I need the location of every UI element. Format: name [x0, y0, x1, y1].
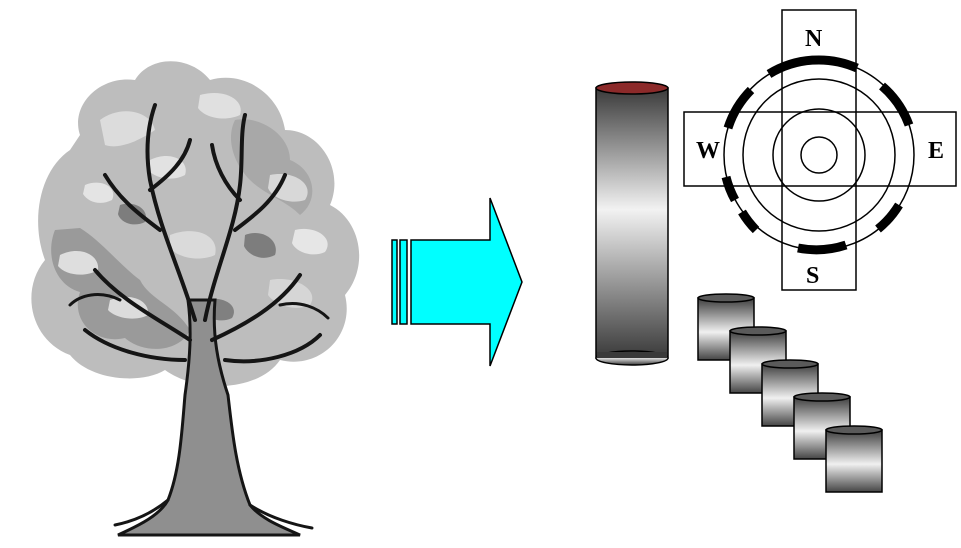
log-end-face — [595, 81, 669, 95]
compass-east-label: E — [928, 138, 944, 164]
tree-foliage — [31, 61, 360, 387]
log-cylinder — [595, 81, 669, 366]
tree-illustration — [31, 61, 360, 537]
pith-ring — [800, 136, 838, 174]
compass-north-label: N — [805, 26, 823, 52]
middle-ring — [742, 78, 896, 232]
compass-labels: N S E W — [696, 26, 944, 289]
log-disk-stack — [697, 293, 883, 493]
compass-south-label: S — [806, 263, 819, 289]
transform-arrow — [391, 197, 523, 367]
bark-segments — [721, 55, 914, 255]
log-cross-section — [683, 9, 957, 291]
inner-ring — [772, 108, 866, 202]
arrow-tail-stripe-2 — [399, 239, 408, 325]
tree-branches — [68, 103, 330, 530]
log-disk — [825, 425, 883, 493]
east-west-plank — [683, 111, 957, 187]
north-south-plank — [781, 9, 857, 291]
compass-west-label: W — [696, 138, 720, 164]
arrow-tail-stripe-1 — [391, 239, 398, 325]
arrow-body — [410, 197, 523, 367]
